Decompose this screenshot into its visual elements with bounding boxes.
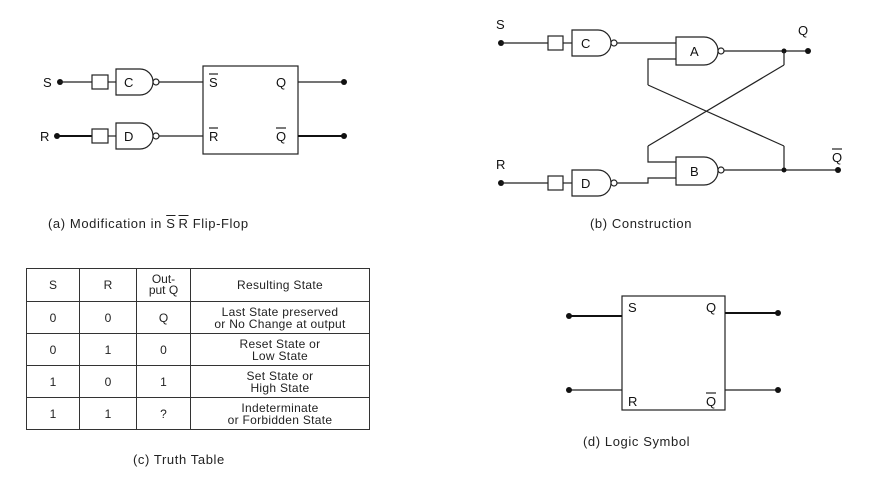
caption-a-suffix: Flip-Flop <box>192 216 249 231</box>
cell-r: 1 <box>79 333 137 366</box>
caption-a-prefix: (a) Modification in <box>48 216 162 231</box>
gate-label-d: D <box>581 176 590 191</box>
truth-table: S R Out- put Q Resulting State 0 0 Q Las… <box>26 268 370 430</box>
cell-state: Last State preserved or No Change at out… <box>190 301 370 334</box>
symbol-input-r: R <box>628 394 637 409</box>
panel-d-logic-symbol: S R Q Q <box>566 295 781 411</box>
buffer-block-r <box>547 175 564 191</box>
caption-truth-table: (c) Truth Table <box>133 452 225 467</box>
gate-label-c: C <box>581 36 590 51</box>
inversion-bubble-b <box>717 166 725 174</box>
nand-gate-c <box>115 68 154 96</box>
header-output-q: Out- put Q <box>136 268 191 302</box>
gate-label-b: B <box>690 164 699 179</box>
symbol-output-q-bar: Q <box>706 394 716 409</box>
nand-gate-c <box>571 29 612 57</box>
cell-r: 1 <box>79 397 137 430</box>
cell-state: Set State or High State <box>190 365 370 398</box>
cell-s: 0 <box>26 333 80 366</box>
header-r: R <box>79 268 137 302</box>
cell-s: 1 <box>26 397 80 430</box>
header-resulting-state: Resulting State <box>190 268 370 302</box>
junction-dot <box>781 167 787 173</box>
box-output-q-bar: Q <box>276 129 286 144</box>
table-row: 1 0 1 Set State or High State <box>26 365 370 398</box>
gate-label-d: D <box>124 129 133 144</box>
cell-state: Reset State or Low State <box>190 333 370 366</box>
table-row: 0 0 Q Last State preserved or No Change … <box>26 301 370 334</box>
caption-a-s-bar: S <box>166 216 176 231</box>
output-label-q-bar: Q <box>832 150 842 165</box>
cell-s: 1 <box>26 365 80 398</box>
table-row: 1 1 ? Indeterminate or Forbidden State <box>26 397 370 430</box>
inversion-bubble-d <box>610 179 618 187</box>
buffer-block-s <box>547 35 564 51</box>
header-s: S <box>26 268 80 302</box>
inversion-bubble-a <box>717 47 725 55</box>
truth-table-header-row: S R Out- put Q Resulting State <box>26 268 370 302</box>
box-output-q: Q <box>276 75 286 90</box>
sr-flip-flop-box <box>202 65 299 155</box>
symbol-output-q: Q <box>706 300 716 315</box>
cell-q: 0 <box>136 333 191 366</box>
output-terminal-q-bar <box>341 133 347 139</box>
box-input-r-bar: R <box>209 129 218 144</box>
gate-label-c: C <box>124 75 133 90</box>
caption-logic-symbol: (d) Logic Symbol <box>583 434 691 449</box>
cell-q: 1 <box>136 365 191 398</box>
inversion-bubble-c <box>610 39 618 47</box>
input-label-s: S <box>496 17 505 32</box>
table-row: 0 1 0 Reset State or Low State <box>26 333 370 366</box>
input-label-r: R <box>496 157 505 172</box>
panel-a-modified-flip-flop: S C R D S R Q Q <box>40 65 347 155</box>
output-terminal-q <box>805 48 811 54</box>
input-label-s: S <box>43 75 52 90</box>
caption-a-r-bar: R <box>178 216 189 231</box>
cell-s: 0 <box>26 301 80 334</box>
inversion-bubble-d <box>152 132 160 140</box>
input-terminal-s <box>566 313 572 319</box>
buffer-block-s <box>91 74 109 90</box>
cell-q: Q <box>136 301 191 334</box>
inversion-bubble-c <box>152 78 160 86</box>
cell-r: 0 <box>79 365 137 398</box>
output-label-q: Q <box>798 23 808 38</box>
symbol-input-s: S <box>628 300 637 315</box>
cell-q: ? <box>136 397 191 430</box>
cell-state: Indeterminate or Forbidden State <box>190 397 370 430</box>
input-label-r: R <box>40 129 49 144</box>
panel-b-construction: S C A Q B Q R <box>496 17 842 197</box>
nand-gate-b <box>675 156 719 186</box>
buffer-block-r <box>91 128 109 144</box>
output-terminal-q <box>775 310 781 316</box>
gate-label-a: A <box>690 44 699 59</box>
nand-gate-d <box>571 169 612 197</box>
output-terminal-q-bar <box>775 387 781 393</box>
output-terminal-q <box>341 79 347 85</box>
cell-r: 0 <box>79 301 137 334</box>
nand-gate-d <box>115 122 154 150</box>
output-terminal-q-bar <box>835 167 841 173</box>
caption-construction: (b) Construction <box>590 216 693 231</box>
box-input-s-bar: S <box>209 75 218 90</box>
logic-symbol-box <box>621 295 726 411</box>
input-terminal-r <box>566 387 572 393</box>
